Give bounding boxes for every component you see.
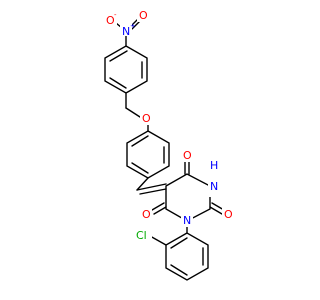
atom-o-nitro-right: O [139,9,148,22]
bond-n-o-right-b [131,20,141,30]
charge-n-plus: + [130,22,136,30]
bonds [104,18,225,281]
bond-c2-o-a [209,206,223,215]
bond-ring-cl [149,235,167,246]
bond-c6-o-b [151,202,165,211]
charge-o-minus: - [114,11,117,19]
atom-n-nitro: N [122,25,130,38]
ring-oxyphenyl [126,130,170,179]
atom-labels: O - N + O O O H N O N O Cl [104,8,234,242]
ring-pyrimidine [165,173,211,222]
atom-o-ether: O [142,112,151,125]
ring-chlorophenyl [165,232,209,281]
atom-o-nitro-left: O [106,14,115,27]
atom-o-carbonyl-top: O [183,149,192,162]
atom-n-ring: N [183,214,191,227]
atom-cl: Cl [136,229,147,242]
ring-chlorophenyl-double-1 [170,237,188,249]
ring-oxyphenyl-double-3 [131,162,149,174]
atom-o-carbonyl-right: O [224,208,233,221]
ring-nitrophenyl [104,45,148,94]
bond-ring-ch [136,177,149,191]
bond-ch-c5-double [139,188,167,195]
molecule-structure-diagram: O - N + O O O H N O N O Cl [104,8,234,281]
ring-nitrophenyl-double-1 [109,50,128,62]
ring-oxyphenyl-double-1 [131,135,149,147]
atom-o-carbonyl-left: O [142,208,151,221]
ring-chlorophenyl-double-3 [170,264,188,276]
bond-c6-o-a [153,206,167,215]
bond-ch2-o [125,107,141,118]
bond-ch-c5 [136,183,167,191]
atom-h: H [210,159,218,172]
atom-nh: N [210,180,218,193]
ring-nitrophenyl-double-3 [109,77,127,89]
